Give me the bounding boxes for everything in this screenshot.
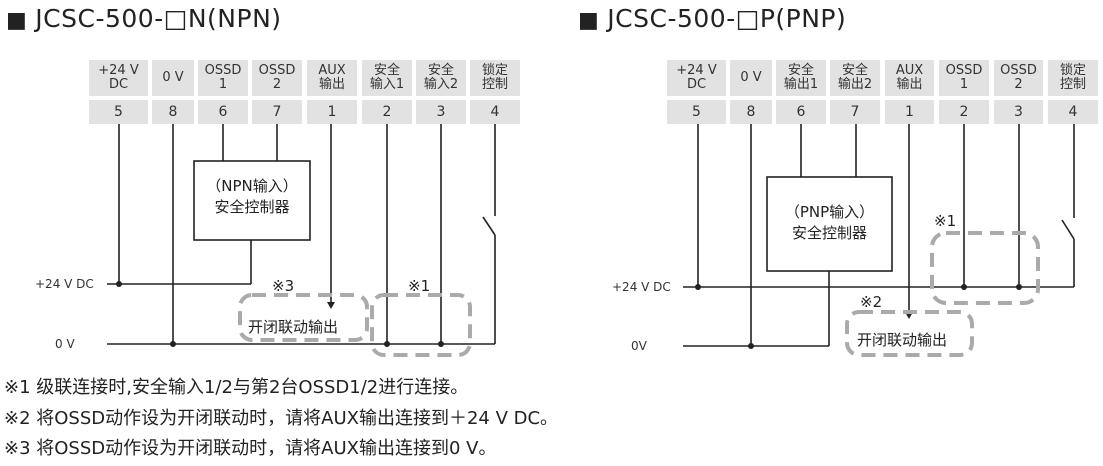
npn-terminal-label: 0 V bbox=[152, 60, 194, 96]
npn-note1-mark: ※1 bbox=[408, 277, 431, 295]
npn-terminal-pin: 2 bbox=[362, 100, 412, 124]
square-bullet-icon: ■ bbox=[578, 8, 600, 33]
junction-dot bbox=[961, 284, 967, 290]
npn-terminal-label: OSSD 1 bbox=[198, 60, 248, 96]
npn-terminal-pin: 3 bbox=[416, 100, 466, 124]
pnp-terminal-label: +24 V DC bbox=[667, 60, 726, 96]
pnp-terminal-label: 安全 输出2 bbox=[830, 60, 880, 96]
npn-dashed-cascade bbox=[370, 293, 472, 357]
junction-dot bbox=[438, 341, 444, 347]
npn-note3-mark: ※3 bbox=[272, 277, 295, 295]
pnp-terminal-label: OSSD 2 bbox=[994, 60, 1043, 96]
arrow-icon bbox=[327, 302, 335, 309]
npn-lock-switch bbox=[482, 216, 496, 236]
npn-interlock-output-label: 开闭联动输出 bbox=[248, 318, 339, 336]
pnp-terminal-pin: 8 bbox=[730, 100, 772, 124]
pnp-wires bbox=[683, 124, 1075, 347]
npn-terminal-label: +24 V DC bbox=[89, 60, 148, 96]
npn-terminal-pin: 1 bbox=[307, 100, 357, 124]
pnp-terminal-pin: 6 bbox=[776, 100, 826, 124]
pnp-terminal-pin: 2 bbox=[939, 100, 989, 124]
npn-terminal-label: 安全 输入2 bbox=[416, 60, 466, 96]
pnp-dashed-interlock bbox=[845, 310, 974, 357]
npn-24v-label: +24 V DC bbox=[35, 277, 94, 291]
junction-dot bbox=[170, 341, 176, 347]
pnp-terminal-label: 0 V bbox=[730, 60, 772, 96]
npn-terminal-label: 锁定 控制 bbox=[470, 60, 520, 96]
pnp-interlock-output-label: 开闭联动输出 bbox=[857, 331, 948, 349]
npn-terminal-pin: 4 bbox=[470, 100, 520, 124]
square-bullet-icon: ■ bbox=[6, 8, 28, 33]
pnp-controller-label: （PNP输入） 安全控制器 bbox=[784, 203, 875, 242]
pnp-dashed-cascade bbox=[930, 231, 1040, 305]
junction-dot bbox=[384, 341, 390, 347]
npn-controller-label: （NPN输入） 安全控制器 bbox=[206, 177, 298, 216]
npn-terminal-label: AUX 输出 bbox=[307, 60, 357, 96]
note-2: ※2 将OSSD动作设为开闭联动时，请将AUX输出连接到＋24 V DC。 bbox=[4, 408, 559, 429]
junction-dot bbox=[1016, 284, 1022, 290]
npn-terminal-label: OSSD 2 bbox=[252, 60, 302, 96]
pnp-terminal-label: AUX 输出 bbox=[885, 60, 934, 96]
npn-terminal-pin: 5 bbox=[89, 100, 148, 124]
npn-wires bbox=[107, 124, 496, 345]
npn-terminal-pin: 7 bbox=[252, 100, 302, 124]
junction-dot bbox=[116, 281, 122, 287]
pnp-24v-label: +24 V DC bbox=[612, 280, 671, 294]
pnp-terminal-label: OSSD 1 bbox=[939, 60, 989, 96]
junction-dot bbox=[695, 284, 701, 290]
pnp-terminal-label: 锁定 控制 bbox=[1048, 60, 1098, 96]
npn-terminal-pin: 6 bbox=[198, 100, 248, 124]
npn-terminal-pin: 8 bbox=[152, 100, 194, 124]
junction-dot bbox=[748, 343, 754, 349]
pnp-lock-switch bbox=[1061, 219, 1075, 240]
pnp-note2-mark: ※2 bbox=[860, 293, 883, 311]
pnp-terminal-pin: 7 bbox=[830, 100, 880, 124]
pnp-title-text: JCSC-500-□P(PNP) bbox=[607, 4, 847, 33]
npn-controller-box bbox=[193, 160, 311, 241]
note-3: ※3 将OSSD动作设为开闭联动时，请将AUX输出连接到0 V。 bbox=[4, 438, 497, 459]
npn-title: ■ JCSC-500-□N(NPN) bbox=[6, 4, 282, 33]
pnp-title: ■ JCSC-500-□P(PNP) bbox=[578, 4, 846, 33]
pnp-terminal-pin: 5 bbox=[667, 100, 726, 124]
pnp-terminal-pin: 3 bbox=[994, 100, 1043, 124]
pnp-note1-mark: ※1 bbox=[934, 212, 957, 230]
pnp-terminal-pin: 1 bbox=[885, 100, 934, 124]
npn-title-text: JCSC-500-□N(NPN) bbox=[35, 4, 282, 33]
pnp-terminal-pin: 4 bbox=[1048, 100, 1098, 124]
npn-terminal-label: 安全 输入1 bbox=[362, 60, 412, 96]
npn-0v-label: 0 V bbox=[55, 337, 75, 351]
npn-dashed-interlock bbox=[238, 293, 369, 342]
note-1: ※1 级联连接时,安全输入1/2与第2台OSSD1/2进行连接。 bbox=[4, 377, 469, 398]
pnp-0v-label: 0V bbox=[631, 339, 647, 353]
pnp-terminal-label: 安全 输出1 bbox=[776, 60, 826, 96]
